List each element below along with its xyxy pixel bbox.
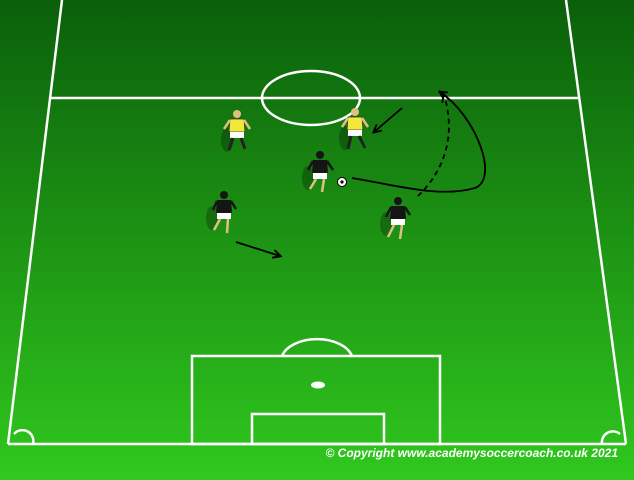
- corner-arc-left: [13, 428, 35, 445]
- right-touchline: [564, 0, 628, 445]
- pitch-markings: [6, 0, 628, 446]
- penalty-arc: [280, 337, 354, 357]
- run-arrow-upper: [374, 107, 403, 132]
- center-circle: [260, 69, 362, 127]
- copyright-notice: © Copyright www.academysoccercoach.co.uk…: [325, 446, 618, 460]
- player-yellow-icon: [339, 108, 370, 150]
- penalty-spot: [311, 381, 325, 389]
- soccer-ball-icon: [337, 177, 347, 187]
- player-black-icon: [206, 191, 238, 234]
- player-black-icon: [380, 197, 412, 240]
- left-touchline: [6, 0, 64, 445]
- ball-run-line: [351, 92, 486, 193]
- run-arrow-lower: [235, 241, 280, 256]
- corner-arc-right: [600, 430, 621, 445]
- dashed-run-line: [417, 95, 449, 197]
- player-black-icon: [302, 151, 335, 193]
- movement-arrows: [235, 92, 486, 256]
- six-yard-box: [250, 412, 386, 446]
- player-yellow-icon: [221, 110, 252, 152]
